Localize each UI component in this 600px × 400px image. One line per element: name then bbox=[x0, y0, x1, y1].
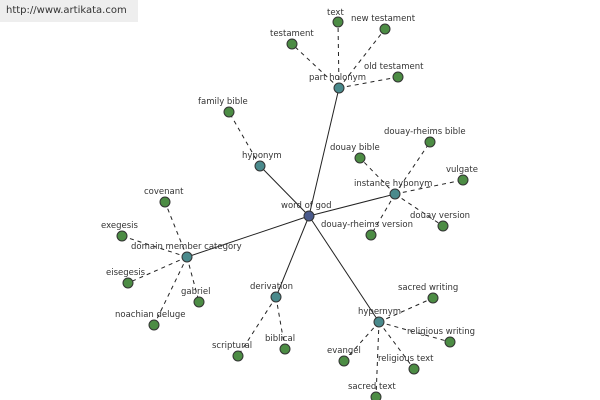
node-douay-bible-leaf[interactable] bbox=[354, 152, 366, 164]
node-religious-text-leaf[interactable] bbox=[408, 363, 420, 375]
edge-hypernym-evangel bbox=[343, 321, 380, 362]
label-douay-bible: douay bible bbox=[330, 143, 380, 153]
node-douay-version-leaf[interactable] bbox=[437, 220, 449, 232]
edge-root-derivation bbox=[275, 215, 310, 298]
node-part-holonym-relation[interactable] bbox=[333, 82, 345, 94]
edge-root-hypernym bbox=[308, 215, 380, 323]
node-sacred-text-leaf[interactable] bbox=[370, 391, 382, 400]
node-family-bible-leaf[interactable] bbox=[223, 106, 235, 118]
edge-instance-hyponym-douay-rheims-bible bbox=[394, 141, 431, 195]
label-part-holonym: part holonym bbox=[309, 73, 366, 83]
edge-instance-hyponym-douay-version bbox=[394, 193, 444, 227]
node-douay-rheims-bible-leaf[interactable] bbox=[424, 136, 436, 148]
graph-nodes bbox=[116, 16, 469, 400]
label-derivation: derivation bbox=[250, 282, 293, 292]
node-religious-writing-leaf[interactable] bbox=[444, 336, 456, 348]
edge-domain-member-category-eisegesis bbox=[127, 256, 188, 284]
node-covenant-leaf[interactable] bbox=[159, 196, 171, 208]
node-hypernym-relation[interactable] bbox=[373, 316, 385, 328]
label-religious-text: religious text bbox=[378, 354, 434, 364]
label-gabriel: gabriel bbox=[181, 287, 210, 297]
label-testament: testament bbox=[270, 29, 314, 39]
edge-instance-hyponym-douay-bible bbox=[359, 157, 396, 195]
label-old-testament: old testament bbox=[364, 62, 424, 72]
graph-labels: part holonym testament text new testament ol… bbox=[101, 8, 478, 392]
edge-root-hyponym bbox=[259, 165, 310, 217]
node-testament-leaf[interactable] bbox=[286, 38, 298, 50]
edge-part-holonym-old-testament bbox=[338, 76, 399, 89]
node-domain-member-category-relation[interactable] bbox=[181, 251, 193, 263]
node-root-root[interactable] bbox=[303, 210, 315, 222]
label-douay-version: douay version bbox=[410, 211, 470, 221]
node-new-testament-leaf[interactable] bbox=[379, 23, 391, 35]
node-sacred-writing-leaf[interactable] bbox=[427, 292, 439, 304]
label-root: word of god bbox=[281, 201, 331, 211]
label-new-testament: new testament bbox=[351, 14, 416, 24]
node-exegesis-leaf[interactable] bbox=[116, 230, 128, 242]
node-scriptural-leaf[interactable] bbox=[232, 350, 244, 362]
edge-root-domain-member-category bbox=[186, 215, 310, 258]
label-vulgate: vulgate bbox=[446, 165, 478, 175]
node-eisegesis-leaf[interactable] bbox=[122, 277, 134, 289]
edge-derivation-scriptural bbox=[237, 296, 277, 357]
label-exegesis: exegesis bbox=[101, 221, 138, 231]
edge-instance-hyponym-vulgate bbox=[394, 179, 464, 195]
node-douay-rheims-version-leaf[interactable] bbox=[365, 229, 377, 241]
label-scriptural: scriptural bbox=[212, 341, 252, 351]
label-biblical: biblical bbox=[265, 334, 295, 344]
edge-part-holonym-text bbox=[337, 21, 340, 89]
node-instance-hyponym-relation[interactable] bbox=[389, 188, 401, 200]
label-instance-hyponym: instance hyponym bbox=[354, 179, 432, 189]
node-gabriel-leaf[interactable] bbox=[193, 296, 205, 308]
edge-root-instance-hyponym bbox=[308, 193, 396, 217]
edge-hypernym-religious-text bbox=[378, 321, 415, 370]
node-evangel-leaf[interactable] bbox=[338, 355, 350, 367]
node-old-testament-leaf[interactable] bbox=[392, 71, 404, 83]
label-domain-member-category: domain member category bbox=[131, 242, 242, 252]
label-sacred-text: sacred text bbox=[348, 382, 396, 392]
node-derivation-relation[interactable] bbox=[270, 291, 282, 303]
edge-domain-member-category-covenant bbox=[164, 201, 188, 258]
edge-hypernym-sacred-writing bbox=[378, 297, 434, 323]
label-noachian-deluge: noachian deluge bbox=[115, 310, 186, 320]
label-covenant: covenant bbox=[144, 187, 184, 197]
label-douay-rheims-version: douay-rheims version bbox=[321, 220, 413, 230]
label-eisegesis: eisegesis bbox=[106, 268, 146, 278]
label-hypernym: hypernym bbox=[358, 307, 401, 317]
node-vulgate-leaf[interactable] bbox=[457, 174, 469, 186]
edge-root-part-holonym bbox=[308, 87, 340, 217]
node-text-leaf[interactable] bbox=[332, 16, 344, 28]
edge-domain-member-category-exegesis bbox=[121, 235, 188, 258]
label-hyponym: hyponym bbox=[242, 151, 282, 161]
node-hyponym-relation[interactable] bbox=[254, 160, 266, 172]
edge-part-holonym-testament bbox=[291, 43, 340, 89]
label-family-bible: family bible bbox=[198, 97, 248, 107]
label-sacred-writing: sacred writing bbox=[398, 283, 458, 293]
graph-edges bbox=[121, 21, 464, 398]
label-religious-writing: religious writing bbox=[407, 327, 475, 337]
node-noachian-deluge-leaf[interactable] bbox=[148, 319, 160, 331]
label-text: text bbox=[327, 8, 344, 18]
site-url[interactable]: http://www.artikata.com bbox=[0, 0, 138, 22]
edge-derivation-biblical bbox=[275, 296, 286, 350]
label-evangel: evangel bbox=[327, 346, 361, 356]
label-douay-rheims-bible: douay-rheims bible bbox=[384, 127, 466, 137]
edge-hyponym-family-bible bbox=[228, 111, 261, 167]
node-biblical-leaf[interactable] bbox=[279, 343, 291, 355]
